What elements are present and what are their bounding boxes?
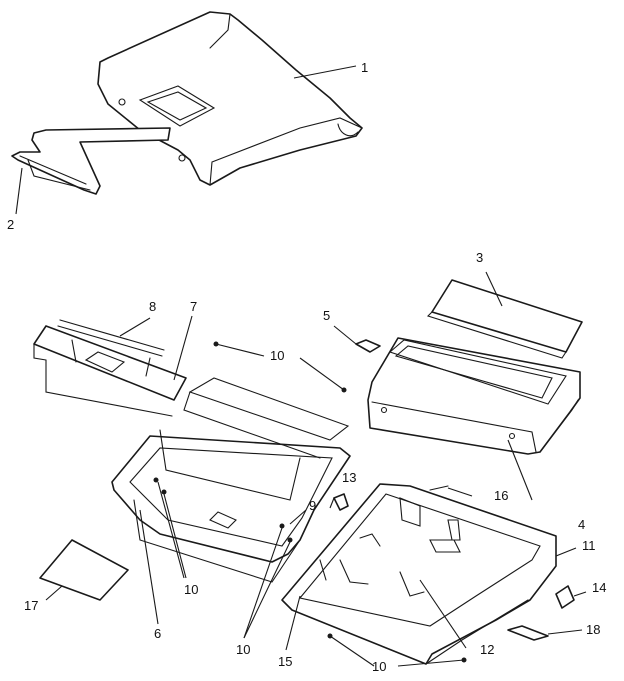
part-top-cover: [97, 11, 363, 186]
part-base: [281, 483, 557, 665]
part-tab: [555, 585, 575, 609]
callout-7: 7: [190, 299, 197, 314]
callout-13: 13: [342, 470, 356, 485]
part-lid: [33, 325, 187, 417]
callout-9: 9: [309, 498, 316, 513]
part-sheet: [39, 539, 129, 601]
callout-1: 1: [361, 60, 368, 75]
callout-17: 17: [24, 598, 38, 613]
callout-2: 2: [7, 217, 14, 232]
callout-12: 12: [480, 642, 494, 657]
callout-8: 8: [149, 299, 156, 314]
callout-10-middle: 10: [184, 582, 198, 597]
part-strip: [507, 625, 549, 641]
part-housing-section: [367, 337, 581, 455]
callout-15: 15: [278, 654, 292, 669]
callout-18: 18: [586, 622, 600, 637]
part-small-clip: [355, 339, 381, 353]
callout-6: 6: [154, 626, 161, 641]
callout-10-top: 10: [270, 348, 284, 363]
part-connector: [333, 493, 349, 511]
callout-3: 3: [476, 250, 483, 265]
part-bracket: [11, 127, 171, 195]
callout-10-bottom: 10: [372, 659, 386, 674]
callout-10-lower-left: 10: [236, 642, 250, 657]
part-rod: [57, 319, 165, 377]
callout-14: 14: [592, 580, 606, 595]
callout-4: 4: [578, 517, 585, 532]
part-top-panel: [426, 279, 583, 359]
callout-labels: 1 2 3 4 5 6 7 8 9 10 10 10 10 11 12 13 1…: [7, 60, 606, 674]
callout-11: 11: [582, 538, 596, 553]
part-pin: [429, 485, 449, 491]
leader-lines: [15, 65, 587, 667]
callout-5: 5: [323, 308, 330, 323]
callout-16: 16: [494, 488, 508, 503]
part-carriage-frame: [111, 377, 351, 583]
